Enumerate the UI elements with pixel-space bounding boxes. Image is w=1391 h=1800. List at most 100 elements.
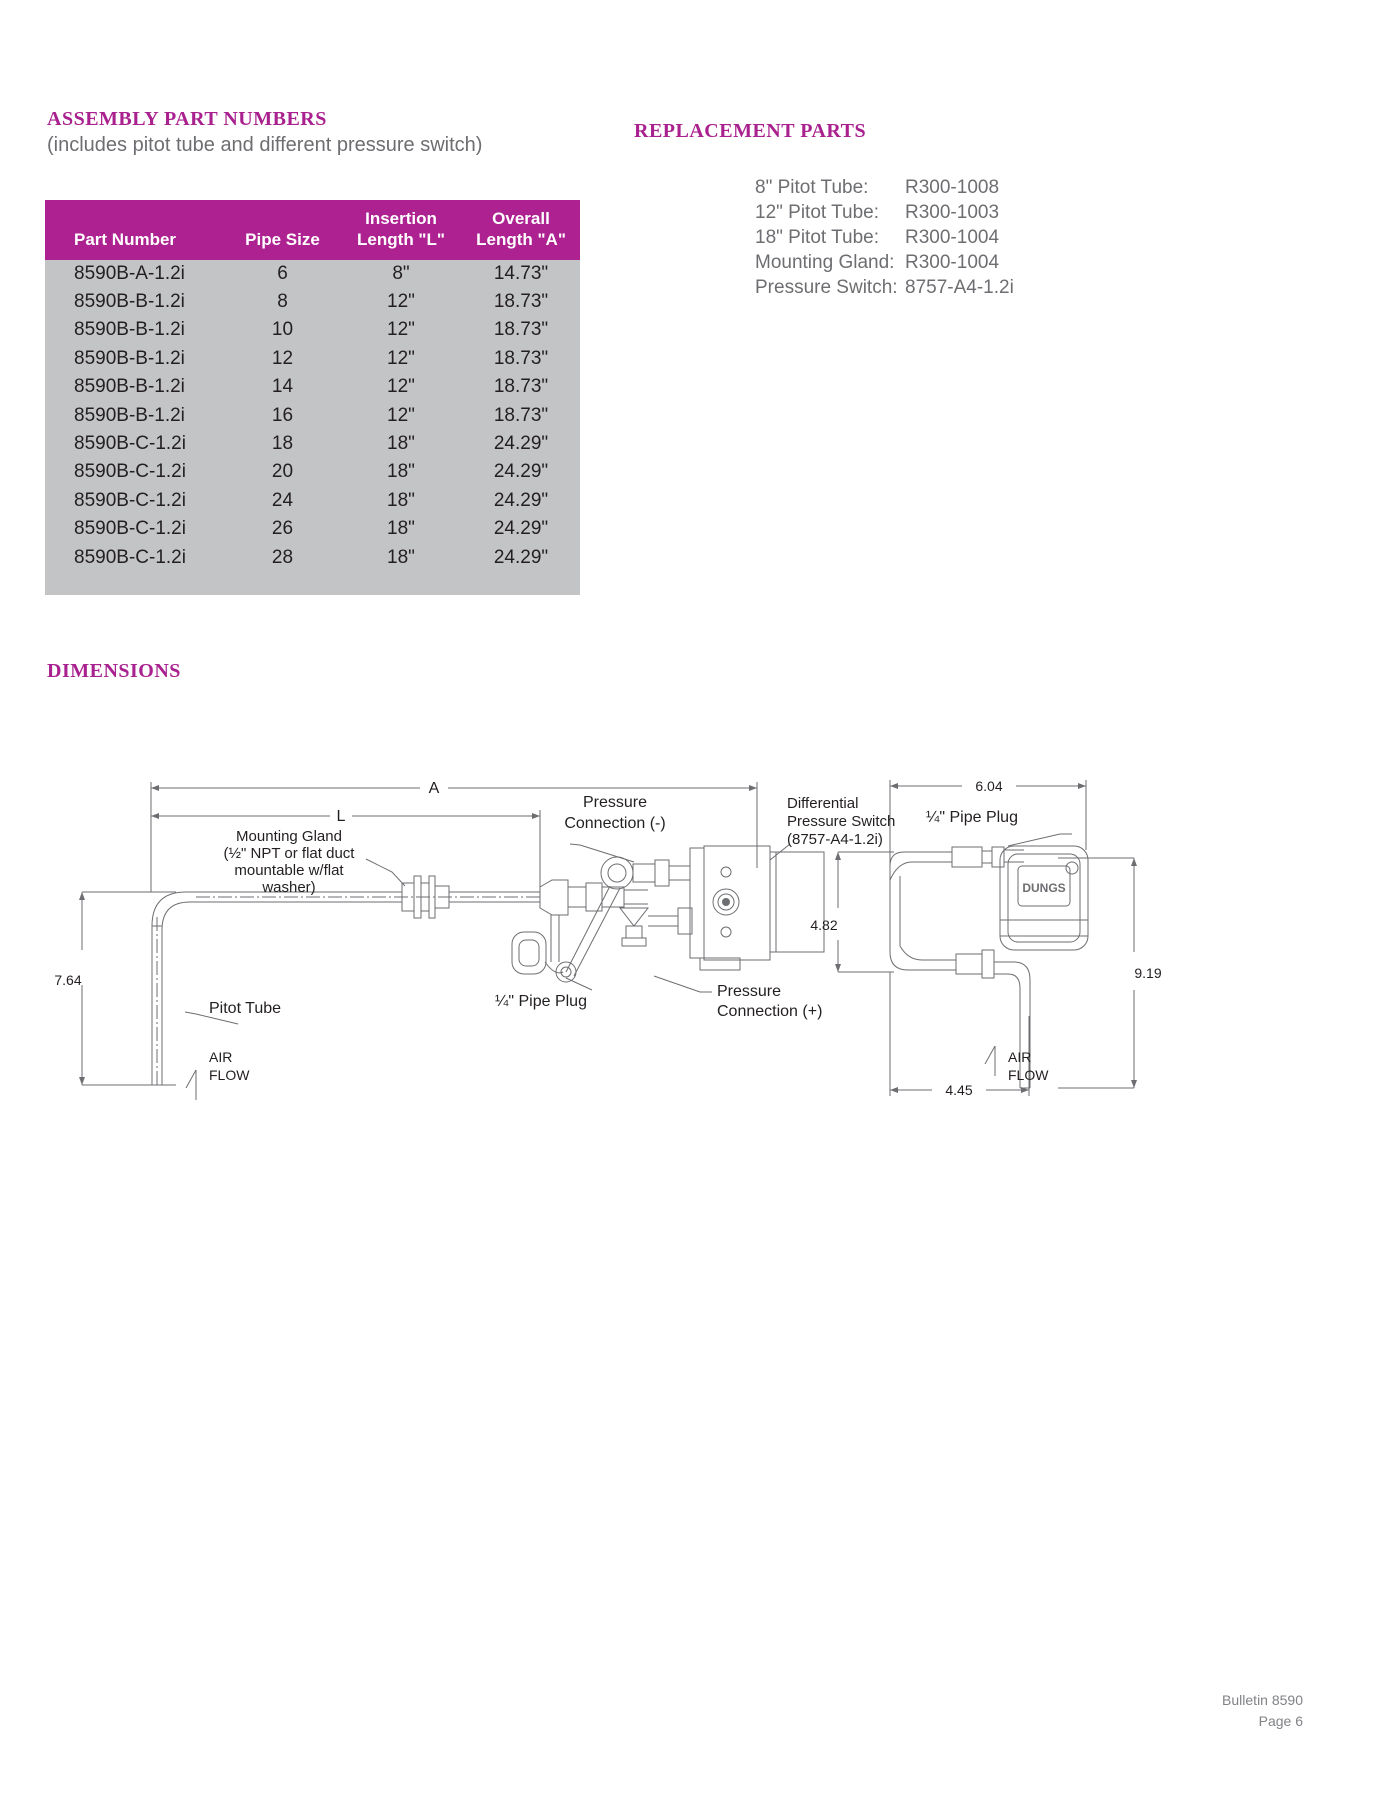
footer-bulletin: Bulletin 8590 [1222, 1692, 1303, 1708]
table-cell: 12 [271, 347, 294, 369]
table-cell: 26 [271, 518, 294, 540]
label-height-left: 7.64 [54, 972, 81, 988]
table-cell: 8" [392, 262, 410, 284]
replacement-part-value: R300-1008 [905, 177, 1000, 198]
table-cell: 24.29" [493, 489, 549, 511]
column-header-pipe-size: Pipe Size [225, 200, 340, 260]
column-header-line-2: Length "L" [357, 230, 445, 250]
dimensions-drawing: A L Mounting Gland (½" NPT or flat duct … [0, 740, 1391, 1360]
column-header-overall-length: Overall Length "A" [462, 200, 580, 260]
label-pipe-plug-left: ¼" Pipe Plug [495, 993, 587, 1010]
pitot-tube-outline [151, 891, 402, 1085]
label-pitot-tube: Pitot Tube [209, 1000, 281, 1017]
replacement-part-row: 8" Pitot Tube:R300-1008 [755, 175, 1014, 200]
table-cell: 18" [387, 489, 415, 511]
right-view-piping [889, 846, 1031, 1089]
table-cell: 8590B-B-1.2i [74, 319, 185, 341]
label-mounting-gland-line-1: Mounting Gland [236, 828, 342, 845]
mounting-gland-body [401, 875, 540, 919]
table-cell: 18 [271, 432, 294, 454]
differential-pressure-switch-right [999, 845, 1089, 951]
label-mounting-gland-line-2: (½" NPT or flat duct [224, 845, 356, 862]
label-height-right: 9.19 [1134, 965, 1161, 981]
table-cell: 20 [271, 461, 294, 483]
label-pressure-connection-negative-line-1: Pressure [583, 794, 647, 811]
dimensions-section: DIMENSIONS [47, 660, 181, 683]
table-cell: 8590B-C-1.2i [74, 518, 186, 540]
replacement-part-value: 8757-A4-1.2i [905, 277, 1014, 299]
table-cell: 12" [387, 319, 415, 341]
table-cell: 18" [387, 461, 415, 483]
label-air-flow-left-line-2: FLOW [209, 1067, 250, 1083]
dimension-line-a [150, 782, 758, 892]
table-cell: 8590B-C-1.2i [74, 432, 186, 454]
assembly-subheading: (includes pitot tube and different press… [47, 134, 483, 156]
table-body: 8590B-A-1.2i 6 8" 14.73" 8590B-B-1.2i 8 12" 18.… [45, 260, 580, 595]
column-header-part-number: Part Number [45, 200, 225, 260]
label-pressure-connection-negative-line-2: Connection (-) [564, 815, 665, 832]
table-cell: 28 [271, 546, 294, 568]
table-cell: 18.73" [493, 290, 549, 312]
air-flow-arrow-left [185, 1069, 197, 1100]
replacement-part-row: 12" Pitot Tube: R300-1003 [755, 200, 1014, 225]
table-cell: 24.29" [493, 518, 549, 540]
table-cell: 12" [387, 347, 415, 369]
label-air-flow-right-line-2: FLOW [1008, 1067, 1049, 1083]
replacement-part-label: 12" Pitot Tube: [755, 202, 879, 224]
table-row: 8590B-C-1.2i 24 18" 24.29" [45, 487, 580, 515]
table-row: 8590B-B-1.2i 10 12" 18.73" [45, 316, 580, 344]
label-mounting-gland-line-4: washer) [261, 879, 315, 896]
table-cell: 12" [387, 376, 415, 398]
column-header-line-1 [74, 208, 221, 229]
table-cell: 8590B-A-1.2i [74, 262, 185, 284]
label-air-flow-left-line-1: AIR [209, 1049, 232, 1065]
table-cell: 8590B-B-1.2i [74, 290, 185, 312]
column-header-line-1: Overall [492, 209, 550, 228]
page-footer: Bulletin 8590 Page 6 [1222, 1690, 1303, 1732]
table-cell: 18.73" [493, 319, 549, 341]
table-cell: 12" [387, 404, 415, 426]
label-depth-right: 4.82 [810, 917, 837, 933]
replacement-part-label: 18" Pitot Tube: [755, 227, 879, 249]
column-header-line-1 [229, 208, 336, 229]
leader-line-pipe-plug-right [1007, 833, 1072, 847]
dimensions-heading: DIMENSIONS [47, 660, 181, 682]
table-cell: 24 [271, 489, 294, 511]
replacement-part-value: R300-1004 [905, 227, 1000, 249]
table-cell: 10 [271, 319, 294, 341]
dimension-line-height-right [1058, 857, 1137, 1089]
label-pipe-plug-right: ¼" Pipe Plug [926, 809, 1018, 826]
replacement-part-row: 18" Pitot Tube: R300-1004 [755, 225, 1014, 250]
table-cell: 8590B-C-1.2i [74, 489, 186, 511]
replacement-heading: REPLACEMENT PARTS [634, 120, 867, 142]
assembly-parts-table: Part Number Pipe Size Insertion Length "… [45, 200, 580, 595]
table-cell: 8 [277, 290, 288, 312]
label-mounting-gland-line-3: mountable w/flat [234, 862, 344, 879]
table-cell: 24.29" [493, 546, 549, 568]
table-cell: 14.73" [493, 262, 549, 284]
label-dim-l: L [337, 808, 346, 825]
tee-fitting [539, 879, 648, 916]
footer-page: Page 6 [1258, 1713, 1303, 1729]
column-header-line-2: Pipe Size [245, 230, 320, 250]
dimension-line-depth-right [835, 851, 894, 973]
table-cell: 24.29" [493, 432, 549, 454]
leader-lines-left [184, 843, 791, 1025]
table-cell: 6 [277, 262, 288, 284]
assembly-part-numbers-section: ASSEMBLY PART NUMBERS (includes pitot tu… [47, 108, 482, 157]
replacement-parts-section: REPLACEMENT PARTS [634, 120, 866, 143]
table-cell: 18" [387, 432, 415, 454]
replacement-part-row: Pressure Switch:8757-A4-1.2i [755, 275, 1014, 300]
replacement-part-value: R300-1003 [905, 202, 1000, 224]
table-cell: 18.73" [493, 404, 549, 426]
table-cell: 14 [271, 376, 294, 398]
label-pressure-connection-positive-line-1: Pressure [717, 983, 781, 1000]
label-air-flow-right-line-1: AIR [1008, 1049, 1031, 1065]
technical-drawing-svg: A L Mounting Gland (½" NPT or flat duct … [54, 778, 1162, 1100]
